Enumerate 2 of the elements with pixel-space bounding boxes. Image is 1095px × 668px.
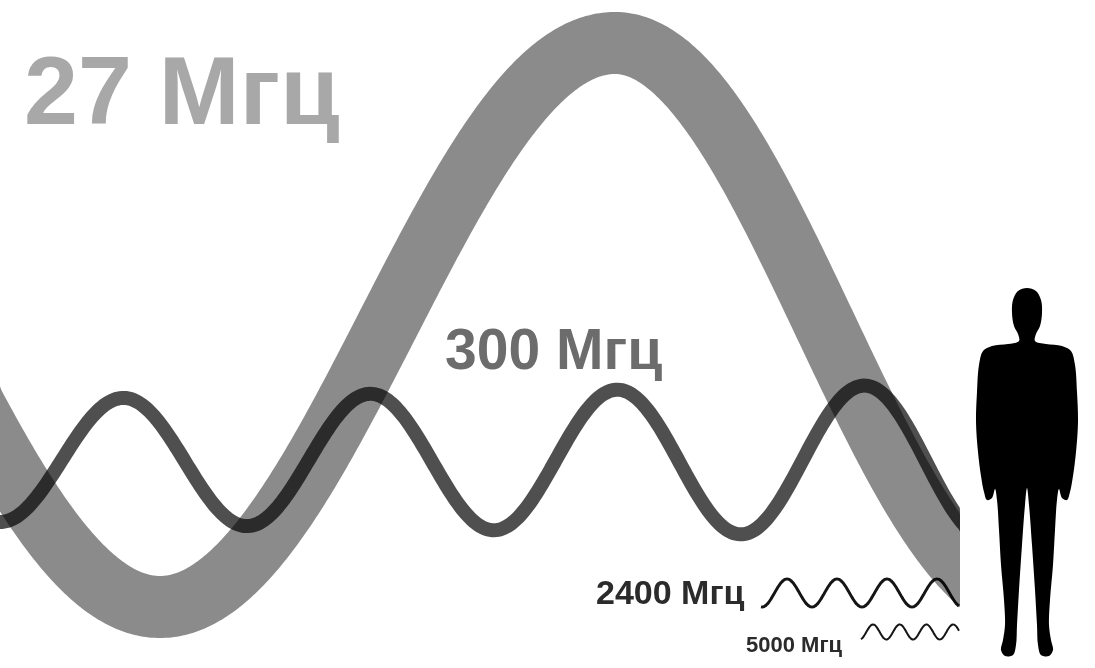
frequency-label: 2400 Мгц: [596, 575, 745, 609]
frequency-label: 5000 Мгц: [746, 634, 843, 656]
